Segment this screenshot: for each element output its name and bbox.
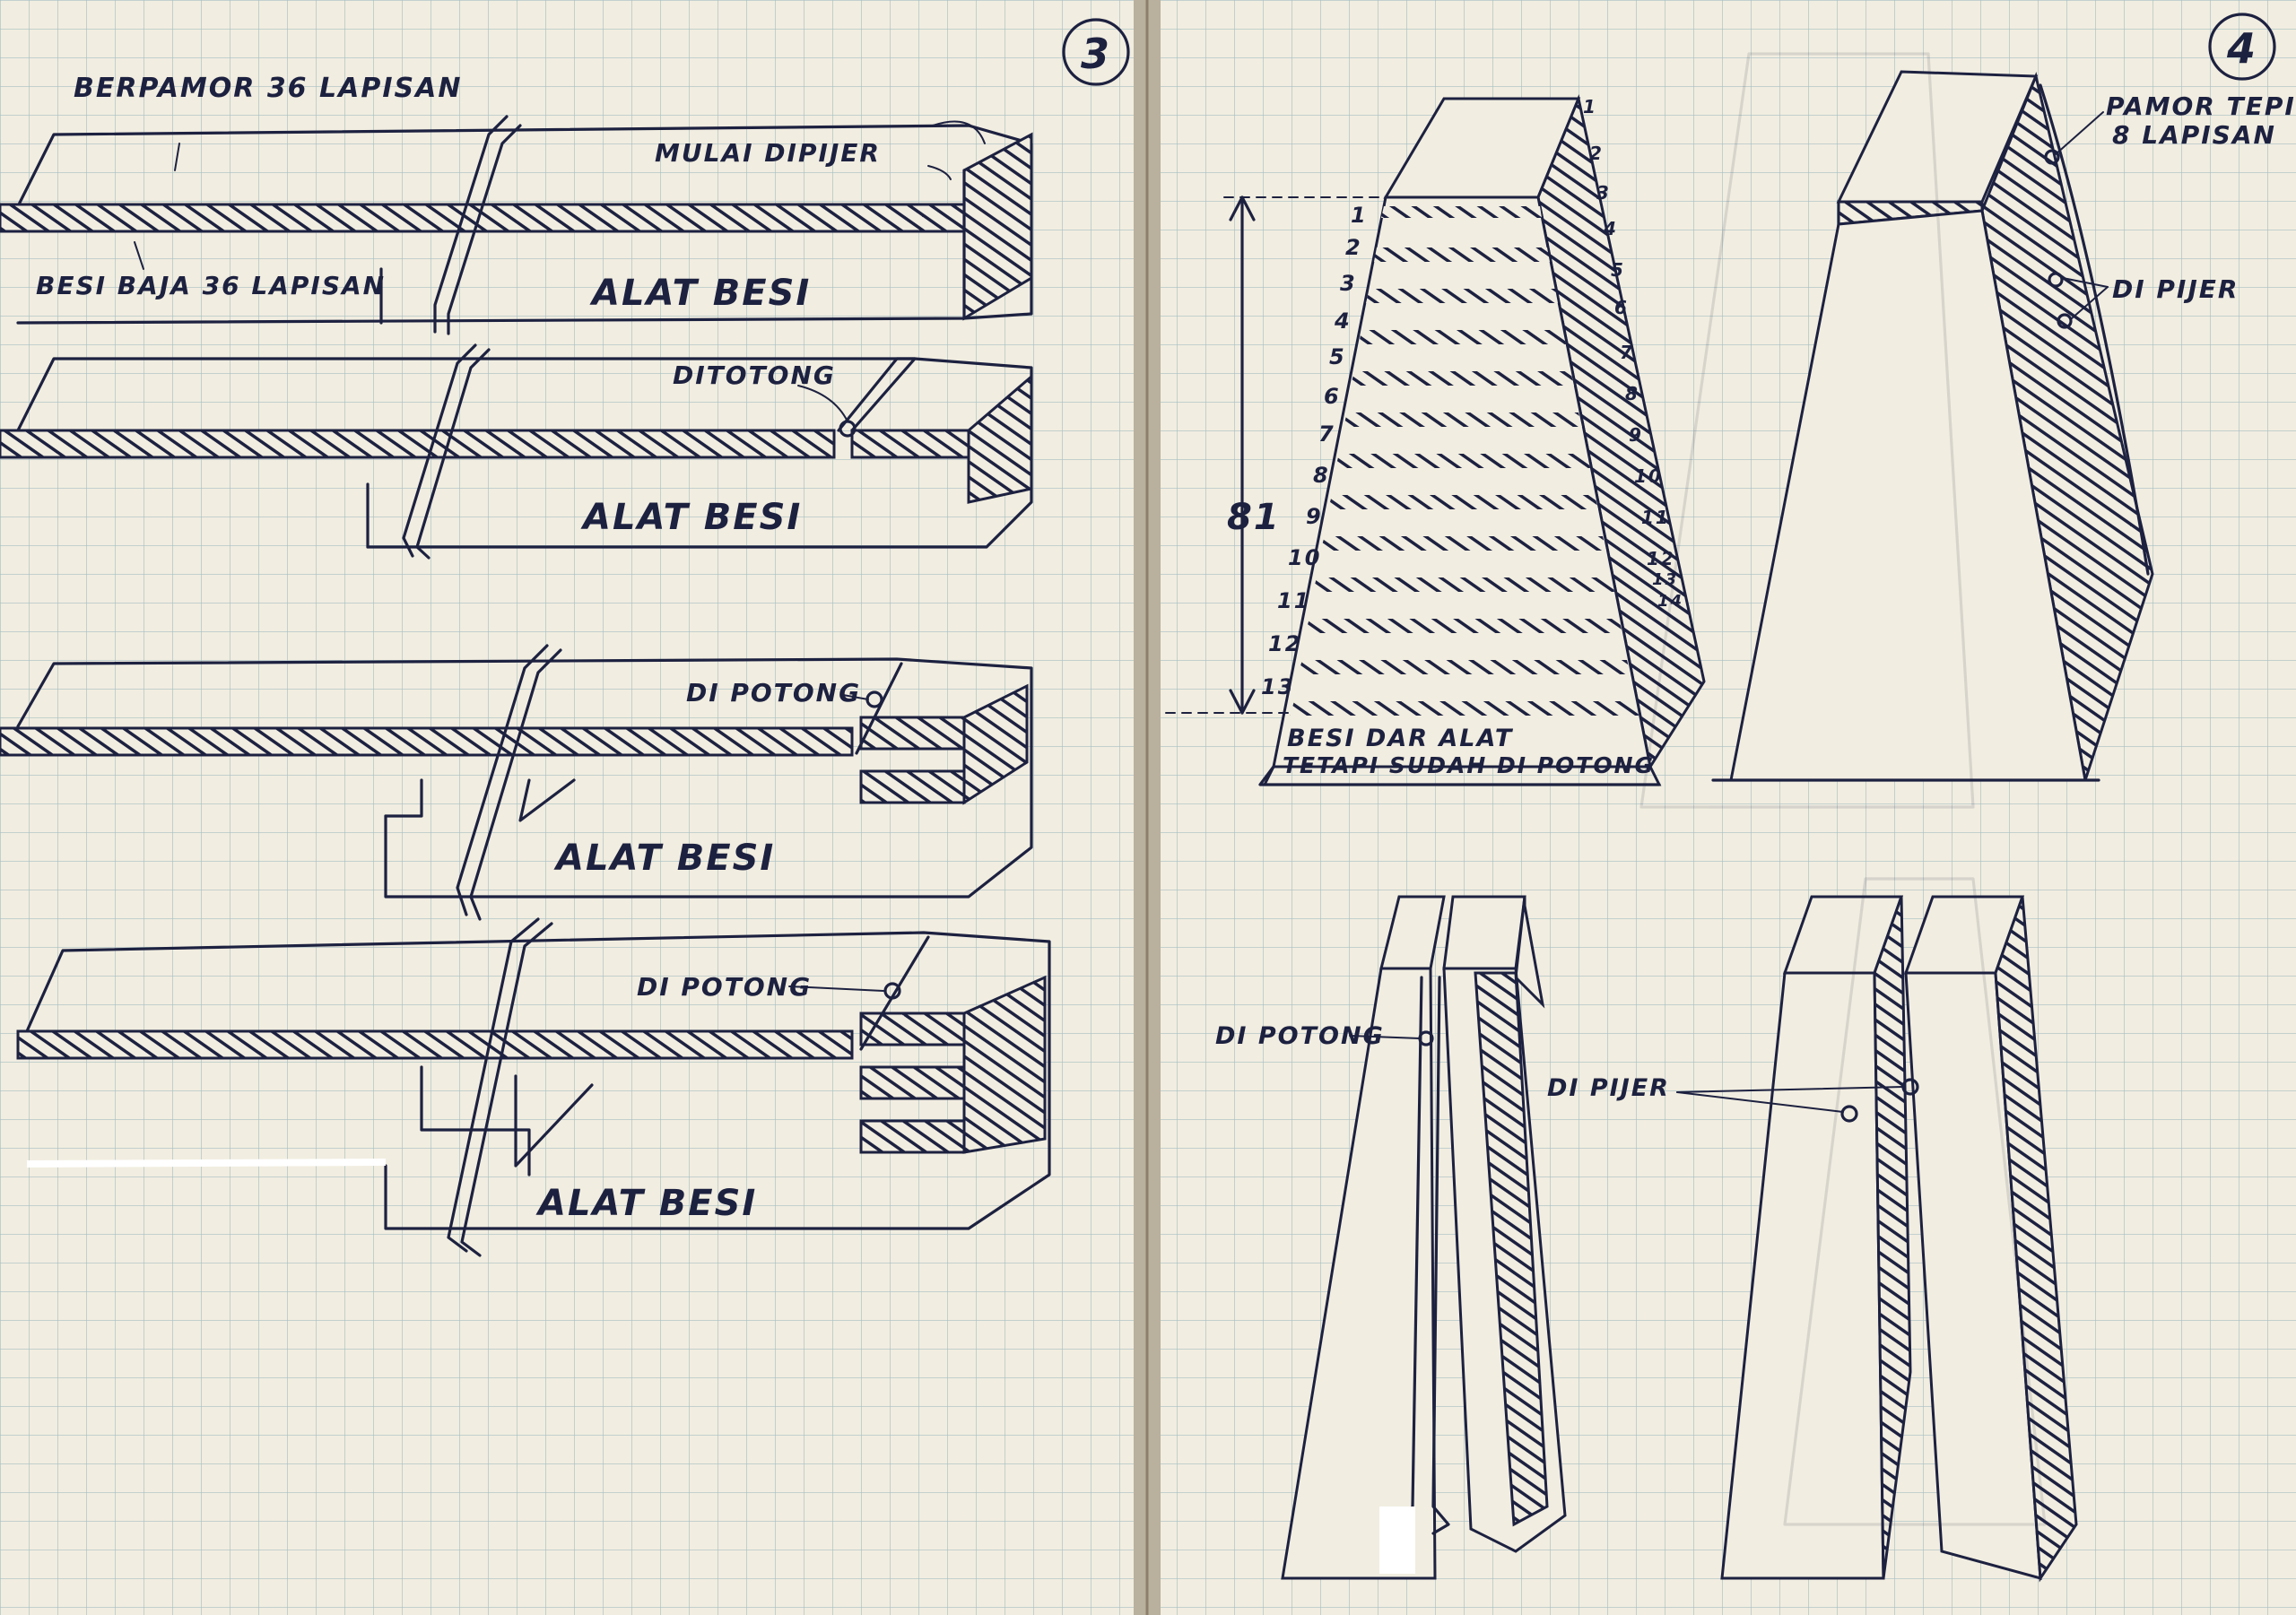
- svg-text:11: 11: [1641, 507, 1670, 528]
- svg-text:7: 7: [1318, 421, 1335, 447]
- svg-text:14: 14: [1657, 592, 1683, 611]
- svg-text:13: 13: [1261, 674, 1294, 699]
- svg-text:6: 6: [1324, 384, 1341, 409]
- svg-text:13: 13: [1652, 570, 1678, 589]
- svg-text:3: 3: [1081, 30, 1111, 78]
- svg-text:4: 4: [1334, 308, 1352, 334]
- split-block-cut-label: DI POTONG: [1215, 1022, 1385, 1050]
- svg-text:12: 12: [1268, 631, 1301, 656]
- layer-stack-diagram: 81 1 2 3 4 5 6 7 8 9 10 11 12 13 1 2 3 4…: [1165, 93, 1706, 786]
- twin-block-heat-label: DI PIJER: [1547, 1074, 1670, 1102]
- stage-1-top-label: BERPAMOR 36 LAPISAN: [74, 73, 462, 104]
- svg-text:6: 6: [1614, 297, 1629, 318]
- stage-3-diagram: DI POTONG ALAT BESI: [0, 644, 1033, 921]
- stage-4-diagram: DI POTONG ALAT BESI: [16, 917, 1051, 1257]
- svg-text:10: 10: [1634, 465, 1663, 487]
- bleed-through-sketch: [1639, 52, 2047, 1526]
- split-block-diagram: DI POTONG: [1215, 895, 1567, 1580]
- svg-text:9: 9: [1629, 424, 1643, 446]
- stage-1-heat-label: MULAI DIPIJER: [655, 138, 881, 168]
- svg-text:12: 12: [1647, 548, 1675, 569]
- stage-4-tool-label: ALAT BESI: [535, 1183, 757, 1224]
- svg-text:5: 5: [1611, 259, 1625, 281]
- svg-text:8: 8: [1625, 383, 1639, 404]
- stack-caption-line-2: TETAPI SUDAH DI POTONG: [1283, 752, 1655, 778]
- svg-text:2: 2: [1589, 143, 1604, 164]
- svg-text:5: 5: [1329, 344, 1346, 369]
- stage-2-cut-label: DITOTONG: [673, 360, 836, 390]
- stage-1-tool-label: ALAT BESI: [589, 273, 811, 314]
- stage-1-bottom-label: BESI BAJA 36 LAPISAN: [36, 271, 386, 300]
- svg-text:1: 1: [1583, 96, 1597, 117]
- svg-text:9: 9: [1306, 504, 1323, 529]
- page-number-right: 4: [2208, 13, 2276, 81]
- svg-text:1: 1: [1351, 203, 1368, 228]
- svg-text:4: 4: [2226, 24, 2257, 73]
- svg-text:8: 8: [1313, 463, 1330, 488]
- edge-layer-label-line-1: PAMOR TEPI: [2106, 91, 2296, 121]
- stage-4-cut-label: DI POTONG: [637, 972, 812, 1002]
- svg-text:7: 7: [1620, 342, 1634, 363]
- stage-2-tool-label: ALAT BESI: [580, 497, 802, 538]
- svg-text:11: 11: [1277, 588, 1310, 613]
- svg-text:10: 10: [1288, 545, 1321, 570]
- twin-block-diagram: DI PIJER: [1547, 895, 2078, 1583]
- svg-text:3: 3: [1340, 271, 1357, 296]
- stage-3-cut-label: DI POTONG: [686, 678, 861, 708]
- stack-caption-line-1: BESI DAR ALAT: [1287, 725, 1514, 752]
- edge-layer-diagram: PAMOR TEPI 8 LAPISAN DI PIJER: [1711, 70, 2296, 782]
- stage-1-diagram: BERPAMOR 36 LAPISAN BESI BAJA 36 LAPISAN…: [0, 73, 1033, 335]
- page-number-left: 3: [1062, 18, 1130, 86]
- stage-2-diagram: DITOTONG ALAT BESI: [0, 343, 1033, 560]
- edge-layer-heat-label: DI PIJER: [2112, 274, 2239, 304]
- stack-bands: [1290, 206, 1639, 716]
- svg-text:2: 2: [1345, 235, 1362, 260]
- stage-3-tool-label: ALAT BESI: [553, 838, 775, 879]
- svg-text:3: 3: [1596, 182, 1611, 204]
- stack-dimension-label: 81: [1227, 497, 1281, 538]
- svg-text:4: 4: [1603, 218, 1618, 239]
- edge-layer-label-line-2: 8 LAPISAN: [2112, 120, 2276, 150]
